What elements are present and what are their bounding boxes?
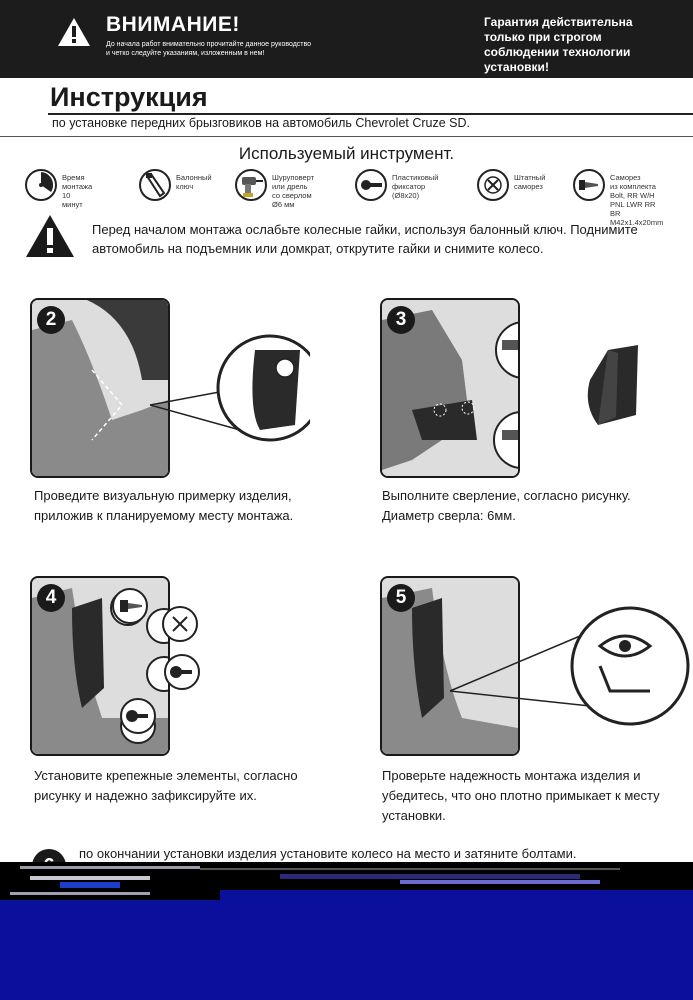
step-number: 5: [387, 584, 415, 612]
subtitle-divider: [0, 136, 693, 137]
title-divider: [48, 113, 693, 115]
mudflap-image: [587, 345, 638, 425]
wrench-icon: [139, 169, 171, 201]
page-title: Инструкция: [50, 82, 208, 112]
drill-icon: [235, 169, 267, 201]
corrupted-image-region: [0, 862, 693, 1000]
step-number: 4: [37, 584, 65, 612]
clip-icon: [355, 169, 387, 201]
step-caption: Проверьте надежность монтажа изделия и у…: [382, 768, 660, 823]
warning-triangle-icon: [58, 18, 90, 46]
step-illustration: 3: [380, 298, 520, 478]
step-number: 2: [37, 306, 65, 334]
fastener-callouts: [112, 588, 200, 734]
step-illustration: 2: [30, 298, 170, 478]
tool-label: Шуруповерт или дрель со сверлом Ø6 мм: [272, 173, 315, 209]
tool-label: Штатный саморез: [514, 173, 546, 191]
tools-heading: Используемый инструмент.: [238, 144, 455, 163]
caution-triangle-icon: [26, 215, 74, 257]
screw-icon: [477, 169, 509, 201]
step-number: 3: [387, 306, 415, 334]
step-caption: Выполните сверление, согласно рисунку. Д…: [382, 488, 631, 523]
guarantee-note: Гарантия действительна только при строго…: [484, 15, 633, 74]
clock-icon: [25, 169, 57, 201]
tool-label: Время монтажа 10 минут: [62, 173, 93, 209]
step-caption: Установите крепежные элементы, согласно …: [34, 768, 298, 803]
zoom-detail: [150, 334, 310, 442]
caution-text: Перед началом монтажа ослабьте колесные …: [92, 222, 638, 256]
page-subtitle: по установке передних брызговиков на авт…: [52, 116, 471, 130]
warning-header: ВНИМАНИЕ! До начала работ внимательно пр…: [0, 0, 693, 78]
tool-label: Саморез из комплекта Bolt, RR W/H PNL LW…: [610, 173, 664, 227]
self-tapping-screw-icon: [573, 169, 605, 201]
inspection-zoom: [450, 606, 690, 726]
tool-label: Пластиковый фиксатор (Ø8х20): [392, 173, 439, 200]
step-illustration: 5: [380, 576, 520, 756]
tool-label: Балонный ключ: [176, 173, 212, 191]
warning-title: ВНИМАНИЕ!: [106, 13, 240, 36]
warning-text: До начала работ внимательно прочитайте д…: [106, 41, 312, 57]
step-caption: Проведите визуальную примерку изделия, п…: [34, 488, 294, 523]
final-step-text: по окончании установки изделия установит…: [79, 846, 577, 861]
